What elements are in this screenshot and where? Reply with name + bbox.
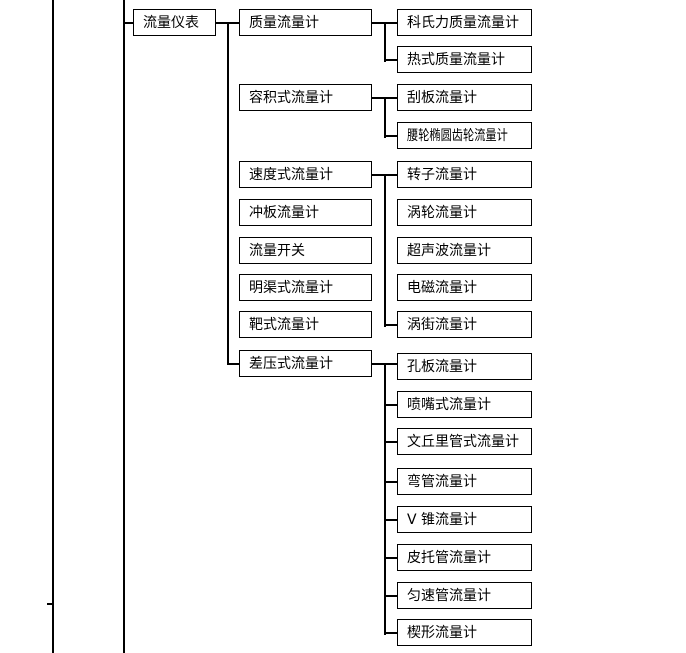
node-averaging-pitot-flow-meter[interactable]: 匀速管流量计 (397, 582, 532, 609)
connector-diff-pressure-stub (227, 362, 239, 365)
node-rotameter[interactable]: 转子流量计 (397, 161, 532, 188)
node-flow-instruments[interactable]: 流量仪表 (133, 9, 216, 36)
node-label: 质量流量计 (249, 14, 319, 31)
node-pitot-tube-flow-meter[interactable]: 皮托管流量计 (397, 544, 532, 571)
connector-thermal-stub (384, 58, 397, 61)
node-vortex-flow-meter[interactable]: 涡街流量计 (397, 311, 532, 338)
node-label: 靶式流量计 (249, 316, 319, 333)
node-nozzle-flow-meter[interactable]: 喷嘴式流量计 (397, 391, 532, 418)
connector-oval-gear-stub (384, 134, 397, 137)
node-label: 文丘里管式流量计 (407, 433, 519, 450)
node-differential-pressure-flow-meter[interactable]: 差压式流量计 (239, 350, 372, 377)
node-impact-plate-flow-meter[interactable]: 冲板流量计 (239, 199, 372, 226)
connector-vortex-stub (384, 323, 397, 326)
node-label: 转子流量计 (407, 166, 477, 183)
outer-branch-line (52, 0, 54, 653)
inner-branch-line (123, 0, 125, 653)
node-wedge-flow-meter[interactable]: 楔形流量计 (397, 619, 532, 646)
node-label: 超声波流量计 (407, 242, 491, 259)
node-label: 容积式流量计 (249, 89, 333, 106)
node-orifice-plate-flow-meter[interactable]: 孔板流量计 (397, 353, 532, 380)
connector-venturi-stub (384, 440, 397, 443)
connector-wedge-stub (384, 631, 397, 634)
node-electromagnetic-flow-meter[interactable]: 电磁流量计 (397, 274, 532, 301)
node-positive-displacement-flow-meter[interactable]: 容积式流量计 (239, 84, 372, 111)
node-coriolis-mass-flow-meter[interactable]: 科氏力质量流量计 (397, 9, 532, 36)
node-target-flow-meter[interactable]: 靶式流量计 (239, 311, 372, 338)
node-label: 速度式流量计 (249, 166, 333, 183)
node-label: 科氏力质量流量计 (407, 14, 519, 31)
node-ultrasonic-flow-meter[interactable]: 超声波流量计 (397, 237, 532, 264)
node-label: V 锥流量计 (407, 511, 478, 528)
node-flow-switch[interactable]: 流量开关 (239, 237, 372, 264)
connector-pitot-stub (384, 556, 397, 559)
node-label: 匀速管流量计 (407, 587, 491, 604)
level2-spine (227, 21, 229, 365)
node-label: 刮板流量计 (407, 89, 477, 106)
velocity-group-spine (384, 173, 386, 327)
connector-root-stub (125, 21, 133, 24)
node-v-cone-flow-meter[interactable]: V 锥流量计 (397, 506, 532, 533)
node-label: 皮托管流量计 (407, 549, 491, 566)
node-label: 楔形流量计 (407, 624, 477, 641)
stray-tick (47, 603, 52, 605)
node-label: 电磁流量计 (407, 279, 477, 296)
pd-group-spine (384, 96, 386, 138)
node-velocity-flow-meter[interactable]: 速度式流量计 (239, 161, 372, 188)
node-open-channel-flow-meter[interactable]: 明渠式流量计 (239, 274, 372, 301)
node-label: 明渠式流量计 (249, 279, 333, 296)
connector-vcone-stub (384, 518, 397, 521)
node-label: 涡轮流量计 (407, 204, 477, 221)
node-flow-instruments-label: 流量仪表 (143, 14, 199, 31)
connector-averaging-pitot-stub (384, 594, 397, 597)
node-label: 涡街流量计 (407, 316, 477, 333)
node-label: 弯管流量计 (407, 473, 477, 490)
mass-group-spine (384, 21, 386, 62)
node-oval-gear-flow-meter[interactable]: 腰轮椭圆齿轮流量计 (397, 122, 532, 149)
node-mass-flow-meter[interactable]: 质量流量计 (239, 9, 372, 36)
node-turbine-flow-meter[interactable]: 涡轮流量计 (397, 199, 532, 226)
connector-elbow-stub (384, 480, 397, 483)
node-thermal-mass-flow-meter[interactable]: 热式质量流量计 (397, 46, 532, 73)
node-label: 喷嘴式流量计 (407, 396, 491, 413)
connector-nozzle-stub (384, 403, 397, 406)
node-label: 冲板流量计 (249, 204, 319, 221)
node-label: 孔板流量计 (407, 358, 477, 375)
node-venturi-tube-flow-meter[interactable]: 文丘里管式流量计 (397, 428, 532, 455)
node-elbow-flow-meter[interactable]: 弯管流量计 (397, 468, 532, 495)
node-label: 差压式流量计 (249, 355, 333, 372)
dp-group-spine (384, 362, 386, 635)
node-label: 流量开关 (249, 242, 305, 259)
node-scraper-flow-meter[interactable]: 刮板流量计 (397, 84, 532, 111)
node-label: 腰轮椭圆齿轮流量计 (407, 127, 508, 144)
node-label: 热式质量流量计 (407, 51, 505, 68)
